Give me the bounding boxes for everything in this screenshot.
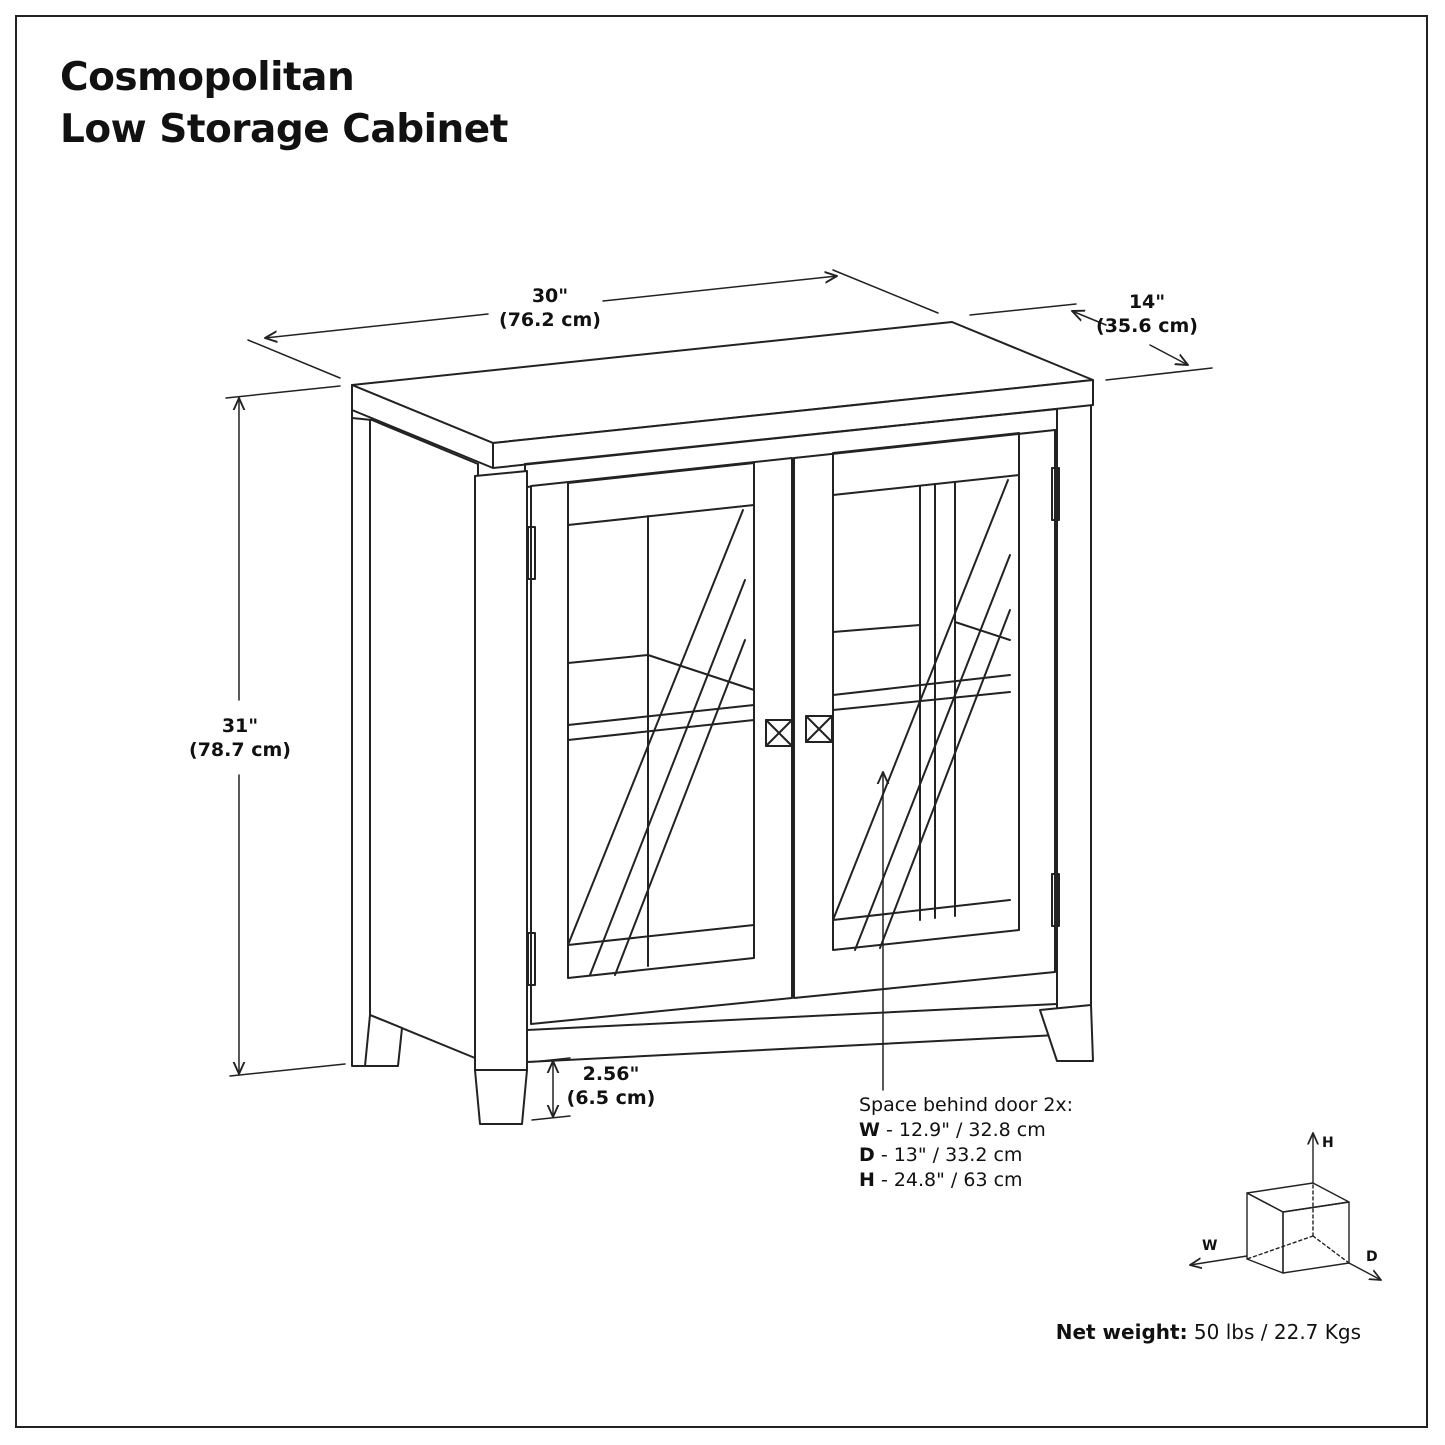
- title-line-2: Low Storage Cabinet: [60, 107, 508, 152]
- space-note-height-value: - 24.8" / 63 cm: [874, 1169, 1023, 1191]
- left-glass-door: [527, 457, 793, 1025]
- space-note-width-row: W - 12.9" / 32.8 cm: [859, 1118, 1073, 1143]
- title-line-1: Cosmopolitan: [60, 55, 355, 100]
- space-note-depth-key: D: [859, 1144, 875, 1166]
- height-cm: (78.7 cm): [189, 739, 291, 761]
- net-weight: Net weight: 50 lbs / 22.7 Kgs: [1056, 1320, 1361, 1344]
- space-note-depth-value: - 13" / 33.2 cm: [874, 1144, 1023, 1166]
- net-weight-value: 50 lbs / 22.7 Kgs: [1187, 1320, 1361, 1344]
- door-knobs: [765, 715, 833, 747]
- depth-inches: 14": [1128, 291, 1166, 313]
- space-note-width-key: W: [859, 1119, 880, 1141]
- leg-height-inches: 2.56": [582, 1063, 640, 1085]
- right-glass-door: [793, 429, 1060, 999]
- space-behind-door-note: Space behind door 2x: W - 12.9" / 32.8 c…: [859, 1093, 1073, 1193]
- depth-label: 14" (35.6 cm): [1077, 290, 1217, 338]
- cabinet-top: [351, 321, 1094, 469]
- depth-cm: (35.6 cm): [1096, 315, 1198, 337]
- depth-dimension-line: [969, 303, 1213, 381]
- height-inches: 31": [221, 715, 259, 737]
- leg-height-dimension-line: [531, 1057, 571, 1121]
- height-label: 31" (78.7 cm): [170, 714, 310, 762]
- cabinet-front-legs: [474, 1004, 1094, 1125]
- height-dimension-line: [225, 385, 346, 1077]
- leg-height-cm: (6.5 cm): [566, 1087, 656, 1109]
- axis-label-w: W: [1202, 1238, 1218, 1254]
- space-note-width-value: - 12.9" / 32.8 cm: [879, 1119, 1046, 1141]
- net-weight-label: Net weight:: [1055, 1320, 1188, 1344]
- width-dimension-line: [247, 269, 939, 379]
- leg-height-label: 2.56" (6.5 cm): [541, 1062, 681, 1110]
- axis-label-d: D: [1366, 1249, 1378, 1265]
- page-frame: [15, 15, 1428, 1428]
- width-label: 30" (76.2 cm): [480, 284, 620, 332]
- axis-legend-cube: [1190, 1133, 1381, 1280]
- width-inches: 30": [531, 285, 569, 307]
- cabinet-left-side: [351, 417, 476, 1067]
- space-note-depth-row: D - 13" / 33.2 cm: [859, 1143, 1073, 1168]
- space-note-height-key: H: [859, 1169, 875, 1191]
- space-note-heading: Space behind door 2x:: [859, 1094, 1074, 1116]
- axis-label-h: H: [1322, 1135, 1334, 1151]
- width-cm: (76.2 cm): [499, 309, 601, 331]
- space-note-height-row: H - 24.8" / 63 cm: [859, 1168, 1073, 1193]
- product-title: Cosmopolitan Low Storage Cabinet: [60, 52, 508, 156]
